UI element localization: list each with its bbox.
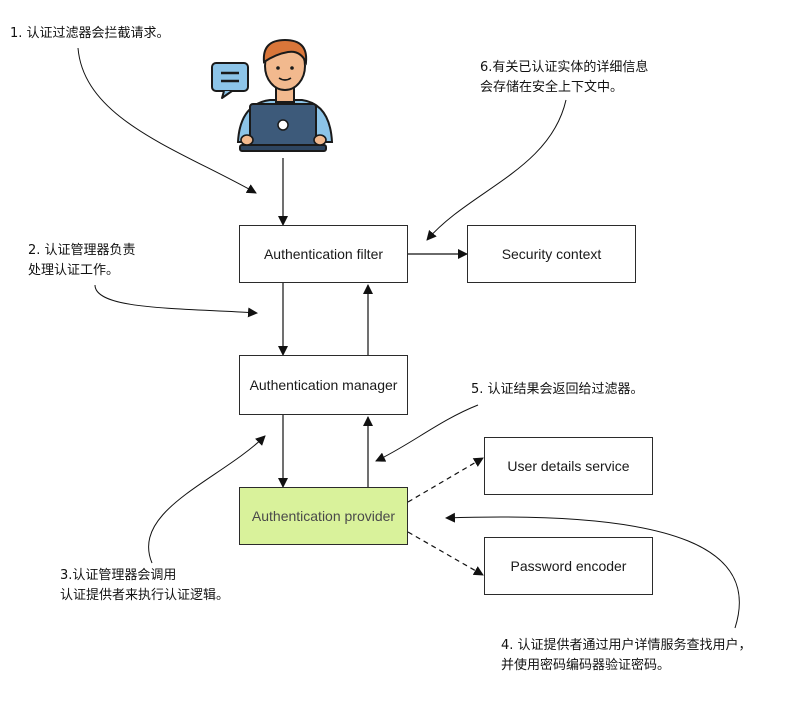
note-6: 6.有关已认证实体的详细信息 会存储在安全上下文中。 [480,58,648,98]
note-5: 5. 认证结果会返回给过滤器。 [471,380,644,400]
note-6-line-2: 会存储在安全上下文中。 [480,80,624,95]
note2-pointer [94,284,258,318]
note-3-line-1: 3.认证管理器会调用 [60,568,177,583]
note4-pointer [445,512,740,629]
arrow-provider-to-password-encoder [407,531,484,576]
note-4: 4. 认证提供者通过用户详情服务查找用户， 并使用密码编码器验证密码。 [501,636,752,676]
user-details-service-box: User details service [484,437,653,495]
authentication-manager-box: Authentication manager [239,355,408,415]
note-2-line-1: 2. 认证管理器负责 [28,243,136,258]
authentication-provider-box: Authentication provider [239,487,408,545]
note3-pointer [148,435,266,564]
note-2-line-2: 处理认证工作。 [28,263,120,278]
authentication-filter-box: Authentication filter [239,225,408,283]
note-3-line-2: 认证提供者来执行认证逻辑。 [60,588,230,603]
chat-bubble-icon [211,62,249,99]
note-4-line-2: 并使用密码编码器验证密码。 [501,658,671,673]
note-3: 3.认证管理器会调用 认证提供者来执行认证逻辑。 [60,566,229,606]
note-5-text: 5. 认证结果会返回给过滤器。 [471,382,644,397]
note-4-line-1: 4. 认证提供者通过用户详情服务查找用户， [501,638,752,653]
note-2: 2. 认证管理器负责 处理认证工作。 [28,241,136,281]
note6-pointer [426,99,567,241]
user-with-laptop-icon [211,38,334,152]
note1-pointer [77,47,257,194]
note-1: 1. 认证过滤器会拦截请求。 [10,24,170,44]
security-context-box: Security context [467,225,636,283]
arrow-provider-to-user-details [407,457,484,503]
note-6-line-1: 6.有关已认证实体的详细信息 [480,60,649,75]
note5-pointer [375,404,479,462]
note-1-text: 1. 认证过滤器会拦截请求。 [10,26,170,41]
password-encoder-box: Password encoder [484,537,653,595]
